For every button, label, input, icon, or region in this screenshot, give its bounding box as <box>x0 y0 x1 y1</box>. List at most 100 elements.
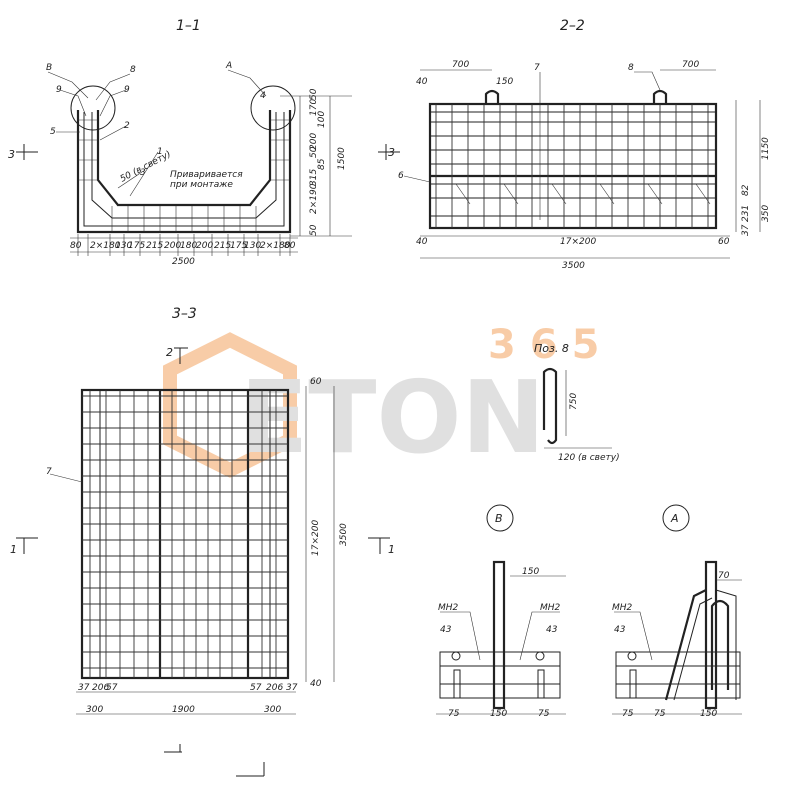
dim-a-bot-75-left: 75 <box>622 709 634 719</box>
cut-mark-1-right: 1 <box>388 543 395 556</box>
dim-2-2-right-37: 37 <box>741 224 751 236</box>
label-b: В <box>46 63 52 73</box>
detail-b-title: В <box>495 512 503 525</box>
watermark-word: ETON <box>240 359 545 476</box>
dim-a-bot-75-mid: 75 <box>654 709 666 719</box>
watermark-hexagon-icon <box>163 332 297 478</box>
label-clear-50: 50 (в свету) <box>119 150 173 185</box>
mark-7-2-2: 7 <box>534 63 540 73</box>
dim-1-1-bottom-7: 200 <box>196 241 213 251</box>
dim-3-3-right-mid: 17×200 <box>311 520 321 556</box>
dim-1-1-right-3: 200 <box>309 133 319 150</box>
view-section-1-1: В 8 9 9 5 2 3 1 А 4 50 (в свету) Привари… <box>8 61 352 267</box>
dim-2-2-top-left: 700 <box>452 60 469 70</box>
mark-7-3-3: 7 <box>46 467 52 477</box>
callout-circle-a <box>250 85 296 131</box>
dim-3-3-1900: 1900 <box>172 705 195 715</box>
dim-2-2-bottom-mid: 17×200 <box>560 237 596 247</box>
dim-1-1-bottom-6: 180 <box>180 241 197 251</box>
section-title-3-3: 3–3 <box>172 306 197 322</box>
mark-9-left: 9 <box>56 85 62 95</box>
dim-1-1-bottom-12: 80 <box>284 241 296 251</box>
dim-1-1-bottom-8: 215 <box>214 241 231 251</box>
dim-2-2-total: 3500 <box>562 261 585 271</box>
dim-3-3-300-left: 300 <box>86 705 103 715</box>
callout-circle-b <box>70 85 116 131</box>
dim-2-2-top-mid: 150 <box>496 77 513 87</box>
label-b-mh2-right: МН2 <box>540 603 561 613</box>
dim-3-3-height: 3500 <box>339 523 349 546</box>
mark-3: 3 <box>140 168 146 178</box>
dim-b-top: 150 <box>522 567 539 577</box>
dim-1-1-right-2: 100 <box>317 111 327 128</box>
dim-3-3-bottom-2: 57 <box>106 683 118 693</box>
mark-4: 4 <box>260 91 266 101</box>
dim-b-bot-75-right: 75 <box>538 709 550 719</box>
dim-b-bot-75-left: 75 <box>448 709 460 719</box>
dim-1-1-right-1: 170 <box>309 99 319 116</box>
dim-a-left: 43 <box>614 625 626 635</box>
label-poz-8: Поз. 8 <box>534 342 569 355</box>
cut-mark-3-right: 3 <box>388 146 395 159</box>
lifting-loop-left <box>484 89 500 104</box>
dim-1-1-bottom-1: 2×180 <box>90 241 121 251</box>
detail-a-title: А <box>670 512 679 525</box>
dim-1-1-height: 1500 <box>337 147 347 170</box>
label-b-mh2-left: МН2 <box>438 603 459 613</box>
dim-1-1-right-0: 50 <box>309 88 319 100</box>
dim-3-3-right-bot: 40 <box>310 679 322 689</box>
dim-2-2-right-231: 231 <box>741 205 751 222</box>
dim-3-3-bottom-4: 206 <box>266 683 283 693</box>
dim-b-left: 43 <box>440 625 452 635</box>
section-title-2-2: 2–2 <box>560 18 585 34</box>
dim-3-3-bottom-3: 57 <box>250 683 262 693</box>
watermark-number: 365 <box>488 322 614 368</box>
dim-1-1-bottom-0: 80 <box>70 241 82 251</box>
dim-2-2-left-bot: 40 <box>416 237 428 247</box>
mark-5: 5 <box>50 127 56 137</box>
mark-8: 8 <box>130 65 136 75</box>
dim-1-1-bottom-2: 130 <box>115 241 132 251</box>
dim-a-top: 70 <box>718 571 730 581</box>
dim-2-2-right-82: 82 <box>741 184 751 196</box>
dim-a-bot-150: 150 <box>700 709 717 719</box>
dim-2-2-right-350: 350 <box>761 205 771 222</box>
dim-1-1-right-7: 2×190 <box>309 183 319 214</box>
mark-6-2-2: 6 <box>398 171 404 181</box>
label-weld-2: при монтаже <box>170 180 233 190</box>
mark-1: 1 <box>157 147 163 157</box>
dim-poz8-height: 750 <box>569 393 579 410</box>
section-title-1-1: 1–1 <box>176 18 201 34</box>
dim-3-3-right-top: 60 <box>310 377 322 387</box>
hook-bar-8 <box>542 367 558 445</box>
dim-1-1-right-4: 50 <box>309 146 319 158</box>
dim-poz8-clear: 120 (в свету) <box>558 453 620 463</box>
dim-2-2-left-top: 40 <box>416 77 428 87</box>
label-a-mh2: МН2 <box>612 603 633 613</box>
dim-3-3-bottom-1: 206 <box>92 683 109 693</box>
mark-2: 2 <box>124 121 130 131</box>
dim-1-1-bottom-10: 130 <box>244 241 261 251</box>
label-weld-1: Приваривается <box>170 170 243 180</box>
dim-2-2-top-right: 700 <box>682 60 699 70</box>
dim-1-1-total: 2500 <box>172 257 195 267</box>
dim-1-1-right-8: 50 <box>309 224 319 236</box>
dim-1-1-bottom-9: 175 <box>230 241 247 251</box>
dim-2-2-right-1150: 1150 <box>761 137 771 160</box>
view-poz-8: Поз. 8 750 120 (в свету) <box>534 342 620 463</box>
dim-b-bot-150: 150 <box>490 709 507 719</box>
dim-2-2-bottom-right: 60 <box>718 237 730 247</box>
mark-9-right: 9 <box>124 85 130 95</box>
view-section-2-2: 7 8 6 700 700 150 40 40 17×200 60 3500 1… <box>378 60 771 271</box>
label-a: А <box>225 61 232 71</box>
dim-3-3-bottom-5: 37 <box>286 683 298 693</box>
dim-3-3-300-right: 300 <box>264 705 281 715</box>
dim-b-right: 43 <box>546 625 558 635</box>
dim-1-1-bottom-5: 200 <box>164 241 181 251</box>
mark-8-2-2: 8 <box>628 63 634 73</box>
dim-1-1-right-5: 85 <box>317 158 327 170</box>
dim-1-1-bottom-4: 215 <box>146 241 163 251</box>
dim-3-3-bottom-0: 37 <box>78 683 90 693</box>
